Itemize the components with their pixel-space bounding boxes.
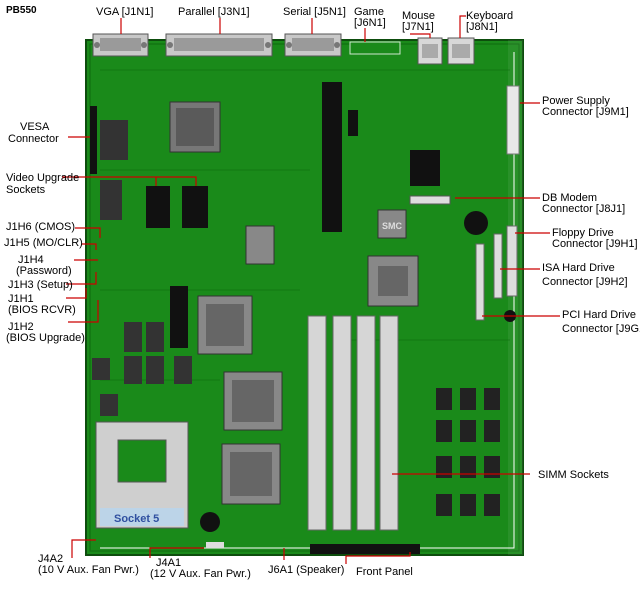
smc-label: SMC <box>382 221 403 231</box>
label-j4a1-line1: J4A1 <box>156 557 182 569</box>
socket-label: Socket 5 <box>114 513 159 525</box>
simm-sockets <box>307 315 399 531</box>
label-pci-line1: PCI Hard Drive <box>562 309 636 321</box>
chips <box>92 101 516 532</box>
cpu-socket <box>95 421 189 529</box>
db-modem-connector <box>409 195 451 205</box>
label-j1h1-line2: (BIOS RCVR) <box>8 304 76 316</box>
label-vesa-line1: VESA <box>20 121 50 133</box>
label-keyboard-line2: [J8N1] <box>466 21 498 33</box>
label-serial: Serial [J5N1] <box>283 6 346 18</box>
label-pci-line2: Connector [J9G1] <box>562 323 640 335</box>
isa-hd-connector <box>493 233 503 299</box>
label-floppy-line1: Floppy Drive <box>552 227 614 239</box>
label-power-line1: Power Supply <box>542 95 610 107</box>
label-game-line2: [J6N1] <box>354 17 386 29</box>
label-j4a2-line2: (10 V Aux. Fan Pwr.) <box>38 564 139 576</box>
leader-lines <box>62 15 560 564</box>
label-game-line1: Game <box>354 6 384 18</box>
vesa-header <box>90 106 97 174</box>
page-title: PB550 <box>6 5 37 16</box>
label-video-line1: Video Upgrade <box>6 172 80 184</box>
label-mouse-line2: [J7N1] <box>402 21 434 33</box>
label-vesa-line2: Connector <box>8 133 59 145</box>
label-j1h2-line2: (BIOS Upgrade) <box>6 332 85 344</box>
label-modem-line2: Connector [J8J1] <box>542 203 626 215</box>
rear-io-connectors <box>92 33 475 65</box>
label-j1h2-line1: J1H2 <box>8 321 34 333</box>
label-j1h1-line1: J1H1 <box>8 293 34 305</box>
label-j6a1: J6A1 (Speaker) <box>268 564 345 576</box>
label-vga: VGA [J1N1] <box>96 6 154 18</box>
label-modem-line1: DB Modem <box>542 192 598 204</box>
label-parallel: Parallel [J3N1] <box>178 6 250 18</box>
pci-header-block <box>322 82 342 232</box>
label-isa-line2: Connector [J9H2] <box>542 276 628 288</box>
label-j1h4-line1: J1H4 <box>18 254 44 266</box>
label-simm: SIMM Sockets <box>538 469 609 481</box>
label-j1h5: J1H5 (MO/CLR) <box>4 237 83 249</box>
pci-hd-connector <box>475 243 485 321</box>
power-connector <box>506 85 520 155</box>
label-floppy-line2: Connector [J9H1] <box>552 238 638 250</box>
label-j1h4-line2: (Password) <box>16 265 72 277</box>
label-power-line2: Connector [J9M1] <box>542 106 629 118</box>
label-keyboard-line1: Keyboard <box>466 10 514 22</box>
label-isa-line1: ISA Hard Drive <box>542 262 615 274</box>
front-panel-header <box>310 544 420 554</box>
label-mouse-line1: Mouse <box>402 10 436 22</box>
label-j4a1-line2: (12 V Aux. Fan Pwr.) <box>150 568 251 580</box>
floppy-connector <box>506 225 518 297</box>
label-j4a2-line1: J4A2 <box>38 553 64 565</box>
label-video-line2: Sockets <box>6 184 46 196</box>
label-j1h3: J1H3 (Setup) <box>8 279 73 291</box>
label-front-panel: Front Panel <box>356 566 413 578</box>
label-j1h6: J1H6 (CMOS) <box>6 221 76 233</box>
